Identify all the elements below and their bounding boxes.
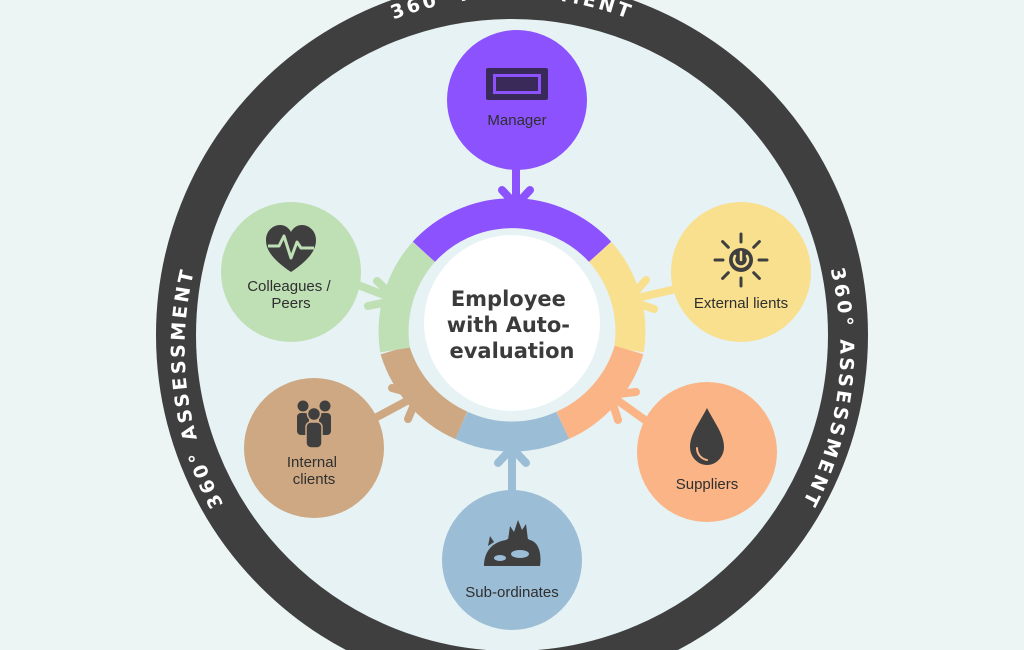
arrow-subordinates — [494, 444, 530, 499]
node-suppliers-label: Suppliers — [676, 476, 739, 493]
monitor-icon — [486, 68, 548, 100]
arrow-external — [624, 276, 676, 313]
node-external[interactable]: External lients — [671, 202, 811, 342]
node-internal-label: Internal clients — [287, 454, 341, 488]
center-circle — [424, 235, 600, 411]
people-icon — [297, 400, 331, 449]
node-manager-label: Manager — [487, 112, 546, 129]
arrow-internal — [371, 384, 422, 423]
landscape-icon — [484, 520, 541, 566]
node-subordinates[interactable]: Sub-ordinates — [442, 490, 582, 630]
donut-segment-suppliers — [556, 345, 644, 440]
node-internal[interactable]: Internal clients — [244, 378, 384, 518]
node-manager[interactable]: Manager — [447, 30, 587, 170]
donut-segment-manager — [412, 198, 612, 263]
donut-segment-subordinates — [454, 411, 570, 452]
node-external-label: External lients — [694, 295, 788, 312]
arrow-suppliers — [606, 388, 649, 424]
power-sun-icon — [713, 232, 769, 288]
heart-pulse-icon — [266, 225, 316, 272]
center-label: Employee with Auto- evaluation — [447, 287, 578, 363]
node-suppliers[interactable]: Suppliers — [637, 382, 777, 522]
droplet-icon — [690, 408, 724, 465]
node-subordinates-label: Sub-ordinates — [465, 584, 558, 601]
arrow-colleagues — [354, 277, 401, 310]
node-colleagues-label: Colleagues / Peers — [247, 278, 335, 312]
node-colleagues[interactable]: Colleagues / Peers — [221, 202, 361, 342]
arrow-manager — [498, 161, 534, 209]
